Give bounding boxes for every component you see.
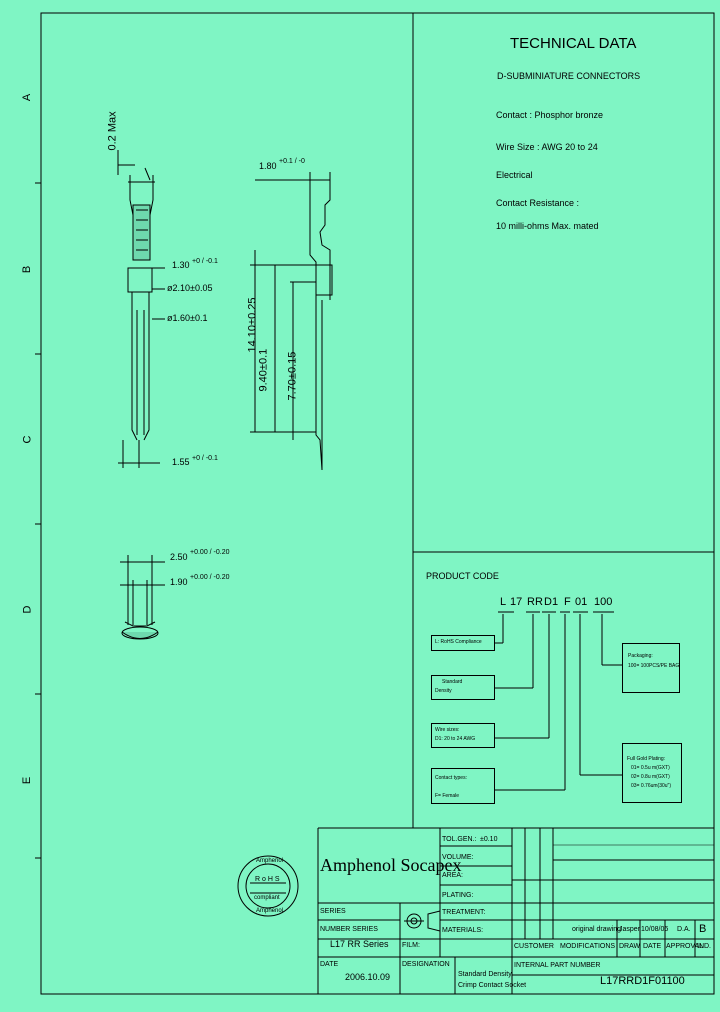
box-rohs-text: L: RoHS Compliance bbox=[435, 639, 482, 645]
code-part-17: 17 bbox=[510, 596, 523, 608]
box-density-line2: Density bbox=[435, 688, 452, 694]
box-packaging: Packaging: 100= 100PCS/PE BAG bbox=[622, 643, 680, 693]
box-plating: Full Gold Plating: 01= 0.5u m(GXT) 02= 0… bbox=[622, 743, 682, 803]
border-letter-a: A bbox=[21, 93, 34, 102]
materials-label: MATERIALS: bbox=[442, 927, 484, 934]
dim-130: 1.30 bbox=[172, 260, 190, 270]
tech-electrical: Electrical bbox=[496, 170, 533, 180]
border-letter-c: C bbox=[21, 435, 34, 444]
box-wire-line2: D1: 20 to 24 AWG bbox=[435, 736, 476, 742]
company-name: Amphenol Socapex bbox=[320, 855, 462, 875]
code-part-d1: D1 bbox=[544, 596, 559, 608]
border-letter-b: B bbox=[21, 265, 34, 274]
dim-190-tol: +0.00 / -0.20 bbox=[190, 574, 230, 581]
dim-155: 1.55 bbox=[172, 457, 190, 467]
ind-label: IND. bbox=[697, 943, 711, 950]
dim-210: ø2.10±0.05 bbox=[167, 283, 213, 293]
stamp-bottom: Amphenol bbox=[256, 908, 284, 914]
draw-label: DRAW bbox=[619, 943, 641, 950]
dim-160: ø1.60±0.1 bbox=[167, 313, 208, 323]
dim-190: 1.90 bbox=[170, 577, 188, 587]
series-value: L17 RR Series bbox=[330, 939, 389, 949]
tech-wire-size: Wire Size : AWG 20 to 24 bbox=[496, 142, 598, 152]
box-plating-line4: 03= 0.76um(30u") bbox=[631, 783, 671, 789]
area-label: AREA: bbox=[442, 872, 464, 879]
mod-date: 10/08/06 bbox=[641, 926, 669, 933]
tol-gen-value: ±0.10 bbox=[480, 836, 498, 843]
box-density-line1: Standard bbox=[442, 679, 463, 685]
designation-label: DESIGNATION bbox=[402, 961, 450, 968]
code-part-rr: RR bbox=[527, 596, 543, 608]
number-series-label: NUMBER SERIES bbox=[320, 926, 378, 933]
dim-940: 9.40±0.1 bbox=[257, 348, 270, 392]
box-plating-line3: 02= 0.8u m(GXT) bbox=[631, 774, 670, 780]
border-letter-e: E bbox=[21, 776, 34, 785]
product-code-title: PRODUCT CODE bbox=[426, 571, 499, 581]
box-wire: Wire sizes: D1: 20 to 24 AWG bbox=[431, 723, 495, 748]
border-letter-d: D bbox=[21, 605, 34, 614]
code-part-100: 100 bbox=[594, 596, 613, 608]
stamp-lower: compliant bbox=[254, 895, 280, 901]
part-label: INTERNAL PART NUMBER bbox=[514, 962, 601, 969]
part-value: L17RRD1F01100 bbox=[600, 975, 685, 987]
dim-130-tol: +0 / -0.1 bbox=[192, 258, 218, 265]
box-packaging-line2: 100= 100PCS/PE BAG bbox=[628, 663, 680, 669]
box-wire-line1: Wire sizes: bbox=[435, 727, 460, 733]
volume-label: VOLUME: bbox=[442, 854, 474, 861]
tech-contact: Contact : Phosphor bronze bbox=[496, 110, 604, 120]
stamp-middle: R o H S bbox=[255, 876, 280, 883]
date-value: 2006.10.09 bbox=[345, 972, 391, 982]
series-label: SERIES bbox=[320, 908, 346, 915]
stamp-top: Amphenol bbox=[256, 858, 284, 864]
tech-contact-resistance: Contact Resistance : bbox=[496, 198, 580, 208]
mod-ind: B bbox=[699, 923, 707, 935]
treatment-label: TREATMENT: bbox=[442, 909, 486, 916]
dim-250: 2.50 bbox=[170, 552, 188, 562]
box-contact: Contact types: F= Female bbox=[431, 768, 495, 804]
dim-770: 7.70±0.15 bbox=[286, 351, 299, 401]
box-contact-line1: Contact types: bbox=[435, 775, 467, 781]
dim-250-tol: +0.00 / -0.20 bbox=[190, 549, 230, 556]
dim-180: 1.80 bbox=[259, 161, 277, 171]
box-rohs: L: RoHS Compliance bbox=[431, 635, 495, 651]
box-density: Standard Density bbox=[431, 675, 495, 700]
box-packaging-line1: Packaging: bbox=[628, 653, 653, 659]
tech-resistance-value: 10 milli-ohms Max. mated bbox=[496, 221, 599, 231]
film-label: FILM: bbox=[402, 942, 420, 949]
tech-subtitle: D-SUBMINIATURE CONNECTORS bbox=[497, 71, 641, 81]
dim-1410: 14.10±0.25 bbox=[246, 297, 259, 353]
dim-180-tol: +0.1 / -0 bbox=[279, 158, 305, 165]
mod-draw: Jasper bbox=[619, 926, 641, 933]
box-contact-line2: F= Female bbox=[435, 793, 460, 799]
dim-max: 0.2 Max bbox=[106, 111, 119, 151]
tol-gen-label: TOL.GEN.: bbox=[442, 836, 477, 843]
box-plating-line1: Full Gold Plating: bbox=[627, 756, 666, 762]
plating-label: PLATING: bbox=[442, 892, 474, 899]
modifications-label: MODIFICATIONS bbox=[560, 943, 616, 950]
box-plating-line2: 01= 0.5u m(GXT) bbox=[631, 765, 670, 771]
customer-label: CUSTOMER bbox=[514, 943, 554, 950]
designation-line2: Crimp Contact Socket bbox=[458, 982, 527, 989]
date-label: DATE bbox=[320, 961, 339, 968]
code-part-f: F bbox=[564, 596, 571, 608]
mod-text: original drawing bbox=[572, 926, 622, 933]
dim-155-tol: +0 / -0.1 bbox=[192, 455, 218, 462]
code-part-01: 01 bbox=[575, 596, 588, 608]
date-label-small: DATE bbox=[643, 943, 662, 950]
mod-approval: D.A. bbox=[677, 926, 691, 933]
designation-line1: Standard Density bbox=[458, 971, 512, 978]
approval-label: APPROVAL bbox=[666, 943, 704, 950]
tech-title: TECHNICAL DATA bbox=[510, 35, 637, 52]
code-part-l: L bbox=[500, 596, 507, 608]
